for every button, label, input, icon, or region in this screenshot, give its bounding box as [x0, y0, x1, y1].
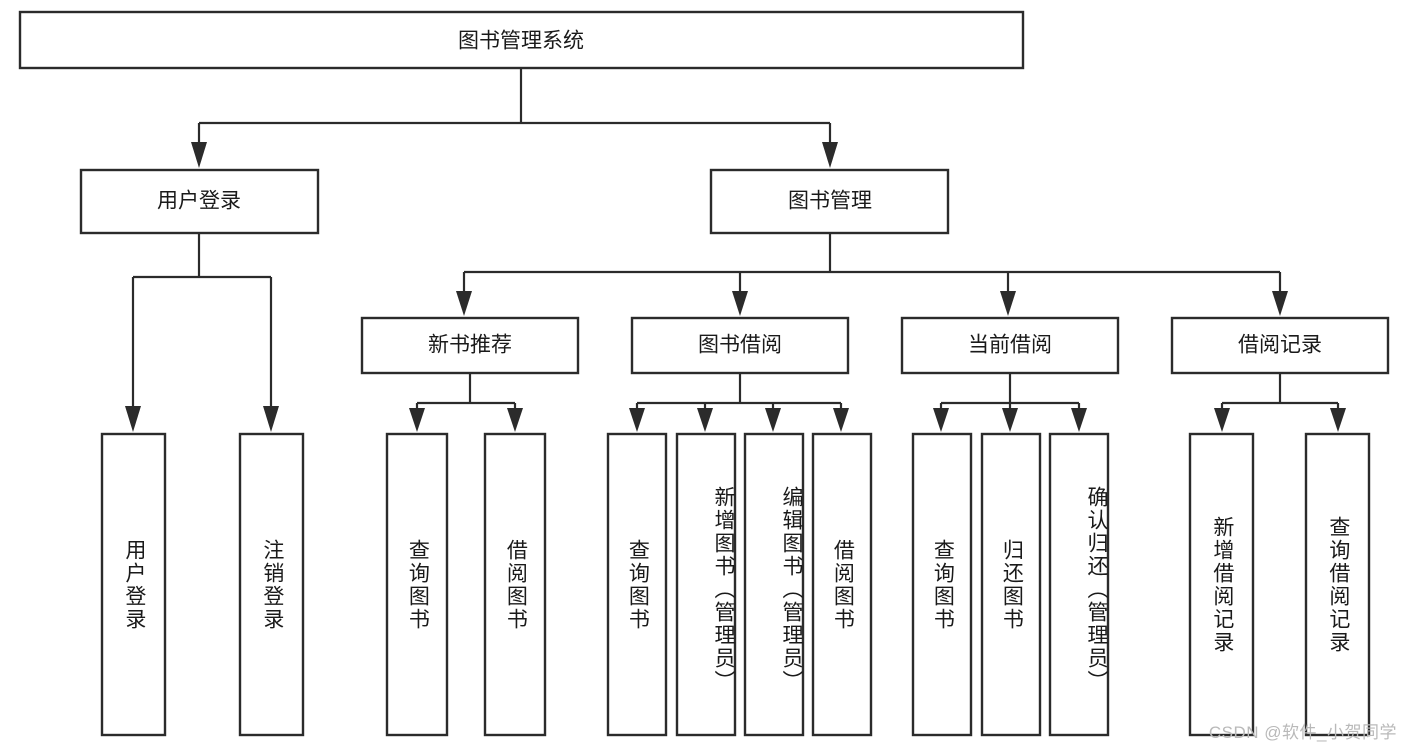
node-login-box[interactable]	[79, 168, 320, 235]
node-leaf6-box[interactable]	[675, 432, 737, 737]
node-leaf2-label: 注销登录	[260, 538, 284, 631]
node-leaf10-label: 归还图书	[1000, 538, 1024, 631]
arrow-head-leaf13	[1330, 408, 1346, 432]
node-record-label: 借阅记录	[1238, 334, 1322, 357]
arrow-head-bookmgmt	[822, 142, 838, 168]
node-record[interactable]: 借阅记录	[1170, 316, 1390, 375]
node-leaf9-box[interactable]	[911, 432, 973, 737]
node-bookmgmt-box[interactable]	[709, 168, 950, 235]
arrow-head-leaf8	[833, 408, 849, 432]
node-root[interactable]: 图书管理系统	[18, 10, 1025, 70]
node-leaf4-box[interactable]	[483, 432, 547, 737]
arrow-head-leaf5	[629, 408, 645, 432]
node-leaf12-box[interactable]	[1188, 432, 1255, 737]
node-leaf8-label: 借阅图书	[831, 538, 855, 631]
node-leaf5-box[interactable]	[606, 432, 668, 737]
arrow-head-newbook	[456, 291, 472, 316]
connector-group-newbook	[409, 373, 523, 432]
leaf-box-group	[100, 432, 1371, 737]
arrow-head-leaf10	[1002, 408, 1018, 432]
arrow-head-leaf7	[765, 408, 781, 432]
node-leaf5-label: 查询图书	[626, 538, 650, 631]
arrow-head-current	[1000, 291, 1016, 316]
node-leaf9-label: 查询图书	[931, 538, 955, 631]
node-root-box[interactable]	[18, 10, 1025, 70]
node-current-box[interactable]	[900, 316, 1120, 375]
node-leaf11-label: 确认归还（管理员）	[1085, 486, 1108, 693]
arrow-head-leaf11	[1071, 408, 1087, 432]
node-leaf8-box[interactable]	[811, 432, 873, 737]
arrow-head-record	[1272, 291, 1288, 316]
connector-group-borrow	[629, 373, 849, 432]
node-leaf7-box[interactable]	[743, 432, 805, 737]
node-newbook-box[interactable]	[360, 316, 580, 375]
node-leaf3-box[interactable]	[385, 432, 449, 737]
node-leaf13-box[interactable]	[1304, 432, 1371, 737]
node-current-label: 当前借阅	[968, 334, 1052, 357]
connector-group-record	[1214, 373, 1346, 432]
arrow-head-borrow	[732, 291, 748, 316]
node-bookmgmt-label: 图书管理	[788, 190, 872, 213]
arrow-head-leaf9	[933, 408, 949, 432]
node-borrow-box[interactable]	[630, 316, 850, 375]
node-root-label: 图书管理系统	[458, 30, 584, 53]
arrow-head-leaf2	[263, 406, 279, 432]
node-record-box[interactable]	[1170, 316, 1390, 375]
node-leaf1-label: 用户登录	[122, 538, 146, 631]
connector-group-root	[191, 68, 838, 168]
connector-group-current	[933, 373, 1087, 432]
node-current[interactable]: 当前借阅	[900, 316, 1120, 375]
node-leaf13-label: 查询借阅记录	[1326, 515, 1350, 654]
arrow-head-leaf3	[409, 408, 425, 432]
node-leaf1-box[interactable]	[100, 432, 167, 737]
node-leaf2-box[interactable]	[238, 432, 305, 737]
node-leaf10-box[interactable]	[980, 432, 1042, 737]
connector-group-bookmgmt	[456, 233, 1288, 316]
node-newbook[interactable]: 新书推荐	[360, 316, 580, 375]
node-login-label: 用户登录	[157, 190, 241, 213]
arrow-head-leaf1	[125, 406, 141, 432]
node-leaf4-label: 借阅图书	[504, 538, 528, 631]
node-leaf3-label: 查询图书	[406, 538, 430, 631]
arrow-head-leaf4	[507, 408, 523, 432]
csdn-watermark: CSDN @软件_小贺同学	[1208, 723, 1397, 742]
node-borrow-label: 图书借阅	[698, 334, 782, 357]
node-bookmgmt[interactable]: 图书管理	[709, 168, 950, 235]
node-leaf7-label: 编辑图书（管理员）	[780, 486, 803, 693]
connector-group-login	[125, 233, 279, 432]
node-login[interactable]: 用户登录	[79, 168, 320, 235]
node-leaf6-label: 新增图书（管理员）	[712, 486, 735, 693]
arrow-head-login	[191, 142, 207, 168]
node-newbook-label: 新书推荐	[428, 334, 512, 357]
node-borrow[interactable]: 图书借阅	[630, 316, 850, 375]
node-leaf11-box[interactable]	[1048, 432, 1110, 737]
node-leaf12-label: 新增借阅记录	[1210, 515, 1234, 654]
arrow-head-leaf6	[697, 408, 713, 432]
arrow-head-leaf12	[1214, 408, 1230, 432]
